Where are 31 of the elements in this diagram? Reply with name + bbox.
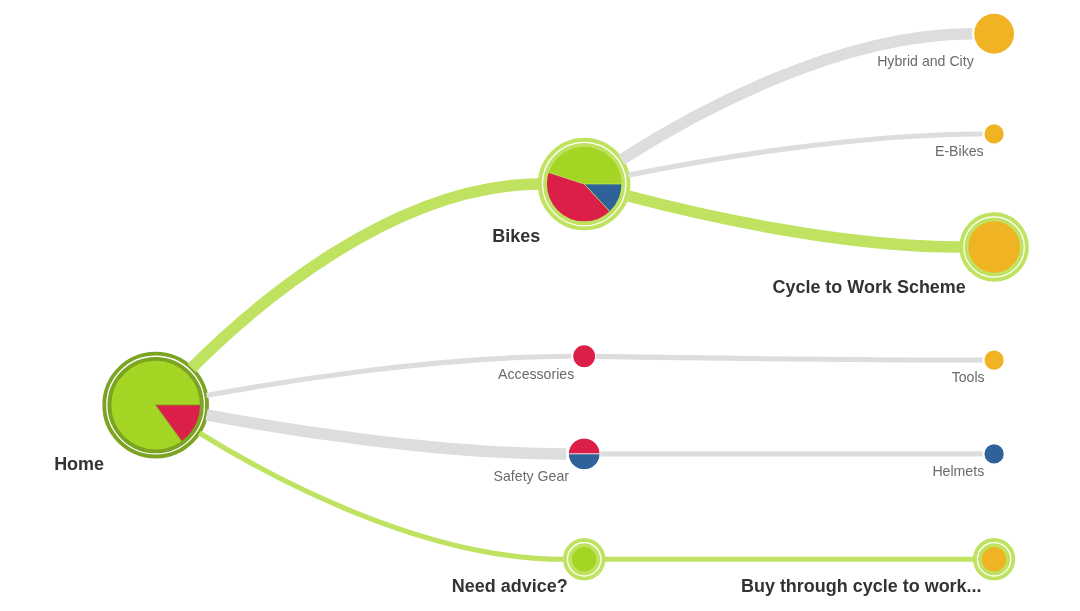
connector: [595, 353, 983, 363]
node-label: Need advice?: [451, 575, 568, 596]
node-label: Home: [53, 453, 104, 474]
connector: [187, 178, 540, 373]
connector: [204, 409, 566, 460]
node-label: Cycle to Work Scheme: [771, 276, 966, 297]
connector: [603, 556, 974, 562]
node-circle: [982, 123, 1005, 145]
connector: [617, 27, 973, 165]
connector: [627, 131, 983, 178]
node-circle: [101, 351, 209, 459]
connector: [205, 353, 571, 398]
node-circle: [972, 12, 1015, 55]
node-circle: [972, 538, 1015, 581]
node-circle: [982, 349, 1005, 372]
connector: [599, 451, 983, 457]
node-circle: [571, 344, 596, 369]
node-circle: [562, 538, 605, 581]
node-circle: [537, 137, 630, 231]
node-label: E-Bikes: [934, 142, 984, 159]
node-label: Tools: [951, 368, 985, 385]
node-label: Hybrid and City: [876, 52, 974, 69]
connector: [197, 430, 564, 562]
node-label: Buy through cycle to work...: [740, 575, 982, 596]
node-label: Safety Gear: [493, 468, 569, 485]
node-label: Accessories: [497, 366, 574, 383]
node-label: Bikes: [491, 225, 540, 246]
node-label: Helmets: [931, 462, 984, 479]
connector: [625, 190, 961, 253]
node-circle: [982, 443, 1005, 465]
node-circle: [958, 212, 1029, 282]
